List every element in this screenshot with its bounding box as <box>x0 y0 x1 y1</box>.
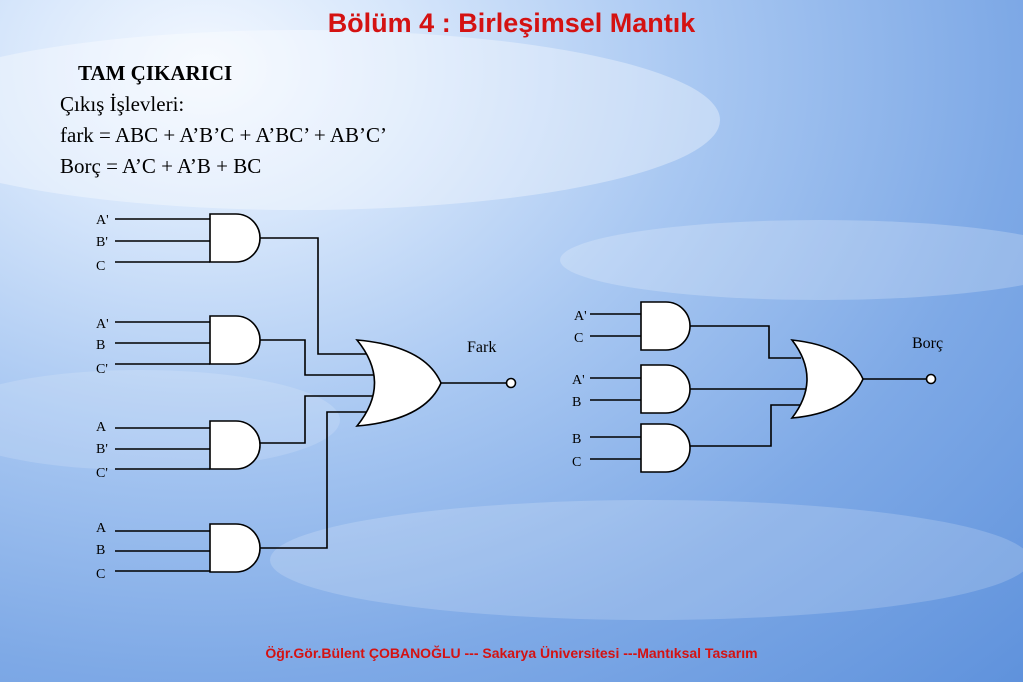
fark-expression: fark = ABC + A’B’C + A’BC’ + AB’C’ <box>60 123 388 147</box>
borc-and-gate-3: B C <box>572 423 691 473</box>
wire-borc-g1-or <box>690 325 801 359</box>
borc-g3-input-1: B <box>572 432 581 447</box>
fark-g1-input-1: A' <box>96 213 109 228</box>
fark-g3-input-1: A <box>96 420 107 435</box>
and-gate-2: A' B C' <box>96 315 261 377</box>
wire-g3-or <box>260 395 375 444</box>
footer: Öğr.Gör.Bülent ÇOBANOĞLU --- Sakarya Üni… <box>265 645 758 661</box>
fark-g4-input-3: C <box>96 567 105 582</box>
wire-borc-g3-or <box>690 404 801 447</box>
and-gate-3: A B' C' <box>96 420 261 481</box>
fark-g2-input-2: B <box>96 338 105 353</box>
and-gate-4: A B C <box>96 521 261 582</box>
borc-g1-input-2: C <box>574 331 583 346</box>
fark-output-terminal <box>505 377 517 389</box>
borc-and-gate-2: A' B <box>572 364 691 414</box>
fark-output-label: Fark <box>467 339 496 356</box>
borc-g1-input-1: A' <box>574 309 587 324</box>
fark-g1-input-3: C <box>96 259 105 274</box>
section-heading: TAM ÇIKARICI <box>78 61 233 85</box>
fark-g2-input-1: A' <box>96 317 109 332</box>
functions-label: Çıkış İşlevleri: <box>60 92 185 116</box>
borc-g2-input-1: A' <box>572 373 585 388</box>
borc-g2-input-2: B <box>572 395 581 410</box>
fark-g4-input-1: A <box>96 521 107 536</box>
slide-title: Bölüm 4 : Birleşimsel Mantık <box>327 8 696 38</box>
or-gate-borc <box>790 339 864 419</box>
or-gate-fark <box>355 339 442 427</box>
text-block: TAM ÇIKARICI Çıkış İşlevleri: fark = ABC… <box>60 58 387 182</box>
borc-output-label: Borç <box>912 335 943 352</box>
and-gate-1: A' B' C <box>96 213 261 274</box>
borc-and-gate-1: A' C <box>574 301 691 351</box>
fark-g2-input-3: C' <box>96 362 108 377</box>
fark-g3-input-3: C' <box>96 466 108 481</box>
borc-expression: Borç = A’C + A’B + BC <box>60 154 262 178</box>
borc-output-terminal <box>925 373 937 385</box>
fark-g3-input-2: B' <box>96 442 108 457</box>
fark-g4-input-2: B <box>96 543 105 558</box>
fark-g1-input-2: B' <box>96 235 108 250</box>
wire-g2-or <box>260 339 375 376</box>
wire-g4-or <box>260 411 367 549</box>
wire-g1-or <box>260 237 367 355</box>
borc-circuit: A' C A' B B C Borç <box>572 301 943 473</box>
fark-circuit: A' B' C A' B C' A B' C' <box>96 213 517 582</box>
borc-g3-input-2: C <box>572 455 581 470</box>
